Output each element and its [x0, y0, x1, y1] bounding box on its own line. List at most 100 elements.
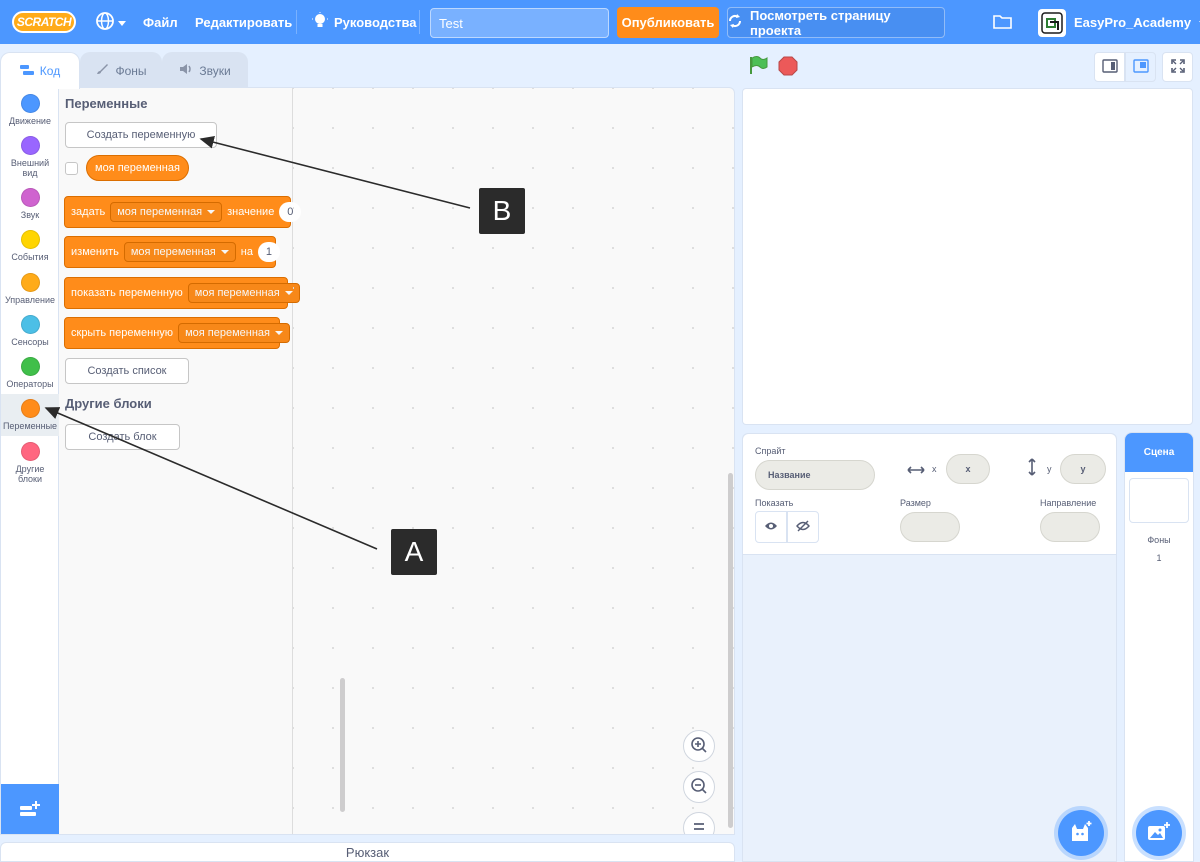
backdrops-label: Фоны	[1147, 535, 1171, 545]
make-block-button[interactable]: Создать блок	[65, 424, 180, 450]
lightbulb-icon	[312, 11, 328, 33]
variable-dropdown[interactable]: моя переменная	[187, 283, 300, 303]
image-plus-icon	[1147, 821, 1171, 845]
dropdown-arrow-icon	[274, 331, 283, 335]
see-project-page-label: Посмотреть страницу проекта	[750, 7, 891, 38]
block-palette: Переменные Создать переменную моя переме…	[59, 88, 345, 834]
make-variable-button[interactable]: Создать переменную	[65, 122, 217, 148]
x-label: x	[932, 464, 937, 474]
account-menu[interactable]: EasyPro_Academy	[1038, 7, 1200, 38]
stop-sign-icon[interactable]	[778, 56, 798, 76]
category-label: Движение	[9, 116, 51, 126]
zoom-out-icon	[690, 777, 708, 798]
tab-sounds[interactable]: Звуки	[162, 52, 248, 88]
dropdown-value: моя переменная	[194, 287, 280, 299]
project-title-input[interactable]: Test	[430, 8, 609, 38]
edit-menu[interactable]: Редактировать	[195, 14, 293, 30]
see-project-page-button[interactable]: Посмотреть страницу проекта	[727, 7, 945, 38]
category-events[interactable]: События	[1, 230, 59, 262]
zoom-reset-icon	[691, 821, 707, 835]
stage-selector[interactable]: Сцена Фоны 1	[1124, 432, 1194, 862]
category-motion[interactable]: Движение	[1, 94, 59, 126]
remix-arrows-icon	[728, 14, 742, 31]
direction-field[interactable]	[1040, 512, 1100, 542]
my-stuff-folder-icon[interactable]	[993, 14, 1012, 29]
speaker-icon	[179, 63, 193, 78]
hide-sprite-button[interactable]	[787, 511, 819, 543]
backpack[interactable]: Рюкзак	[0, 842, 735, 862]
variables-heading: Переменные	[65, 96, 148, 111]
tab-code[interactable]: Код	[0, 52, 80, 89]
y-label: y	[1047, 464, 1052, 474]
size-field[interactable]	[900, 512, 960, 542]
my-variable-reporter[interactable]: моя переменная	[86, 155, 189, 181]
category-dot-icon	[20, 273, 40, 292]
stage-thumbnail[interactable]	[1129, 478, 1189, 523]
show-variable-block[interactable]: показать переменную моя переменная	[64, 277, 300, 309]
variable-dropdown[interactable]: моя переменная	[123, 242, 236, 262]
green-flag-icon[interactable]	[748, 55, 768, 75]
category-variables[interactable]: Переменные	[1, 394, 59, 436]
variable-dropdown[interactable]: моя переменная	[110, 202, 223, 222]
variable-monitor-checkbox[interactable]	[65, 162, 78, 175]
publish-button[interactable]: Опубликовать	[617, 7, 719, 38]
y-field[interactable]: y	[1060, 454, 1106, 484]
zoom-in-icon	[690, 736, 708, 757]
zoom-in-button[interactable]	[683, 730, 715, 762]
value-input[interactable]: 1	[257, 242, 280, 262]
tab-backdrops[interactable]: Фоны	[80, 52, 162, 88]
tutorials-label: Руководства	[334, 14, 417, 30]
add-sprite-button[interactable]	[1058, 810, 1104, 856]
paintbrush-icon	[95, 62, 109, 79]
fullscreen-icon	[1170, 58, 1185, 76]
code-blocks-icon	[19, 64, 34, 79]
block-text: на	[240, 246, 253, 258]
sprite-pane: Спрайт Название x x y y Показать Размер …	[742, 433, 1117, 862]
eye-slash-icon	[796, 520, 810, 535]
add-extension-button[interactable]	[1, 784, 59, 834]
sprite-name-field[interactable]: Название	[755, 460, 875, 490]
tutorials-button[interactable]: Руководства	[312, 0, 417, 44]
category-label: Управление	[4, 295, 56, 305]
menu-bar: SCRATCH Файл Редактировать Руководства T…	[0, 0, 1200, 44]
stage-canvas[interactable]	[742, 88, 1193, 425]
small-stage-icon	[1101, 58, 1118, 76]
file-menu[interactable]: Файл	[143, 14, 178, 30]
code-area: Движение Внешний вид Звук События Управл…	[0, 87, 735, 835]
category-control[interactable]: Управление	[1, 273, 59, 305]
sprite-label: Спрайт	[755, 446, 786, 456]
add-backdrop-button[interactable]	[1136, 810, 1182, 856]
cat-plus-icon	[1069, 820, 1093, 846]
stage-selector-title: Сцена	[1125, 433, 1193, 472]
scratch-logo[interactable]: SCRATCH	[12, 11, 76, 33]
annotation-badge-b: B	[479, 188, 525, 234]
eye-icon	[764, 520, 778, 534]
dropdown-value: моя переменная	[117, 206, 203, 218]
small-stage-button[interactable]	[1094, 52, 1125, 82]
category-sound[interactable]: Звук	[1, 188, 59, 220]
hide-variable-block[interactable]: скрыть переменную моя переменная	[64, 317, 290, 349]
category-dot-icon	[20, 357, 40, 376]
category-label: Переменные	[2, 421, 58, 431]
set-variable-block[interactable]: задать моя переменная значение 0	[64, 196, 302, 228]
x-field[interactable]: x	[946, 454, 990, 484]
workspace-scrollbar[interactable]	[728, 473, 733, 828]
block-text: значение	[227, 206, 275, 218]
large-stage-button[interactable]	[1125, 52, 1156, 82]
my-blocks-heading: Другие блоки	[65, 396, 152, 411]
add-extension-icon	[19, 800, 41, 821]
category-sensing[interactable]: Сенсоры	[1, 315, 59, 347]
category-label: Сенсоры	[11, 337, 49, 347]
variable-dropdown[interactable]: моя переменная	[178, 323, 290, 343]
language-menu[interactable]	[95, 0, 126, 44]
fullscreen-button[interactable]	[1162, 52, 1193, 82]
show-sprite-button[interactable]	[755, 511, 787, 543]
category-my-blocks[interactable]: Другие блоки	[1, 442, 59, 484]
zoom-out-button[interactable]	[683, 771, 715, 803]
make-list-button[interactable]: Создать список	[65, 358, 189, 384]
category-menu: Движение Внешний вид Звук События Управл…	[1, 88, 59, 834]
change-variable-block[interactable]: изменить моя переменная на 1	[64, 236, 280, 268]
category-operators[interactable]: Операторы	[1, 357, 59, 389]
category-looks[interactable]: Внешний вид	[1, 136, 59, 178]
block-text: задать	[71, 206, 106, 218]
